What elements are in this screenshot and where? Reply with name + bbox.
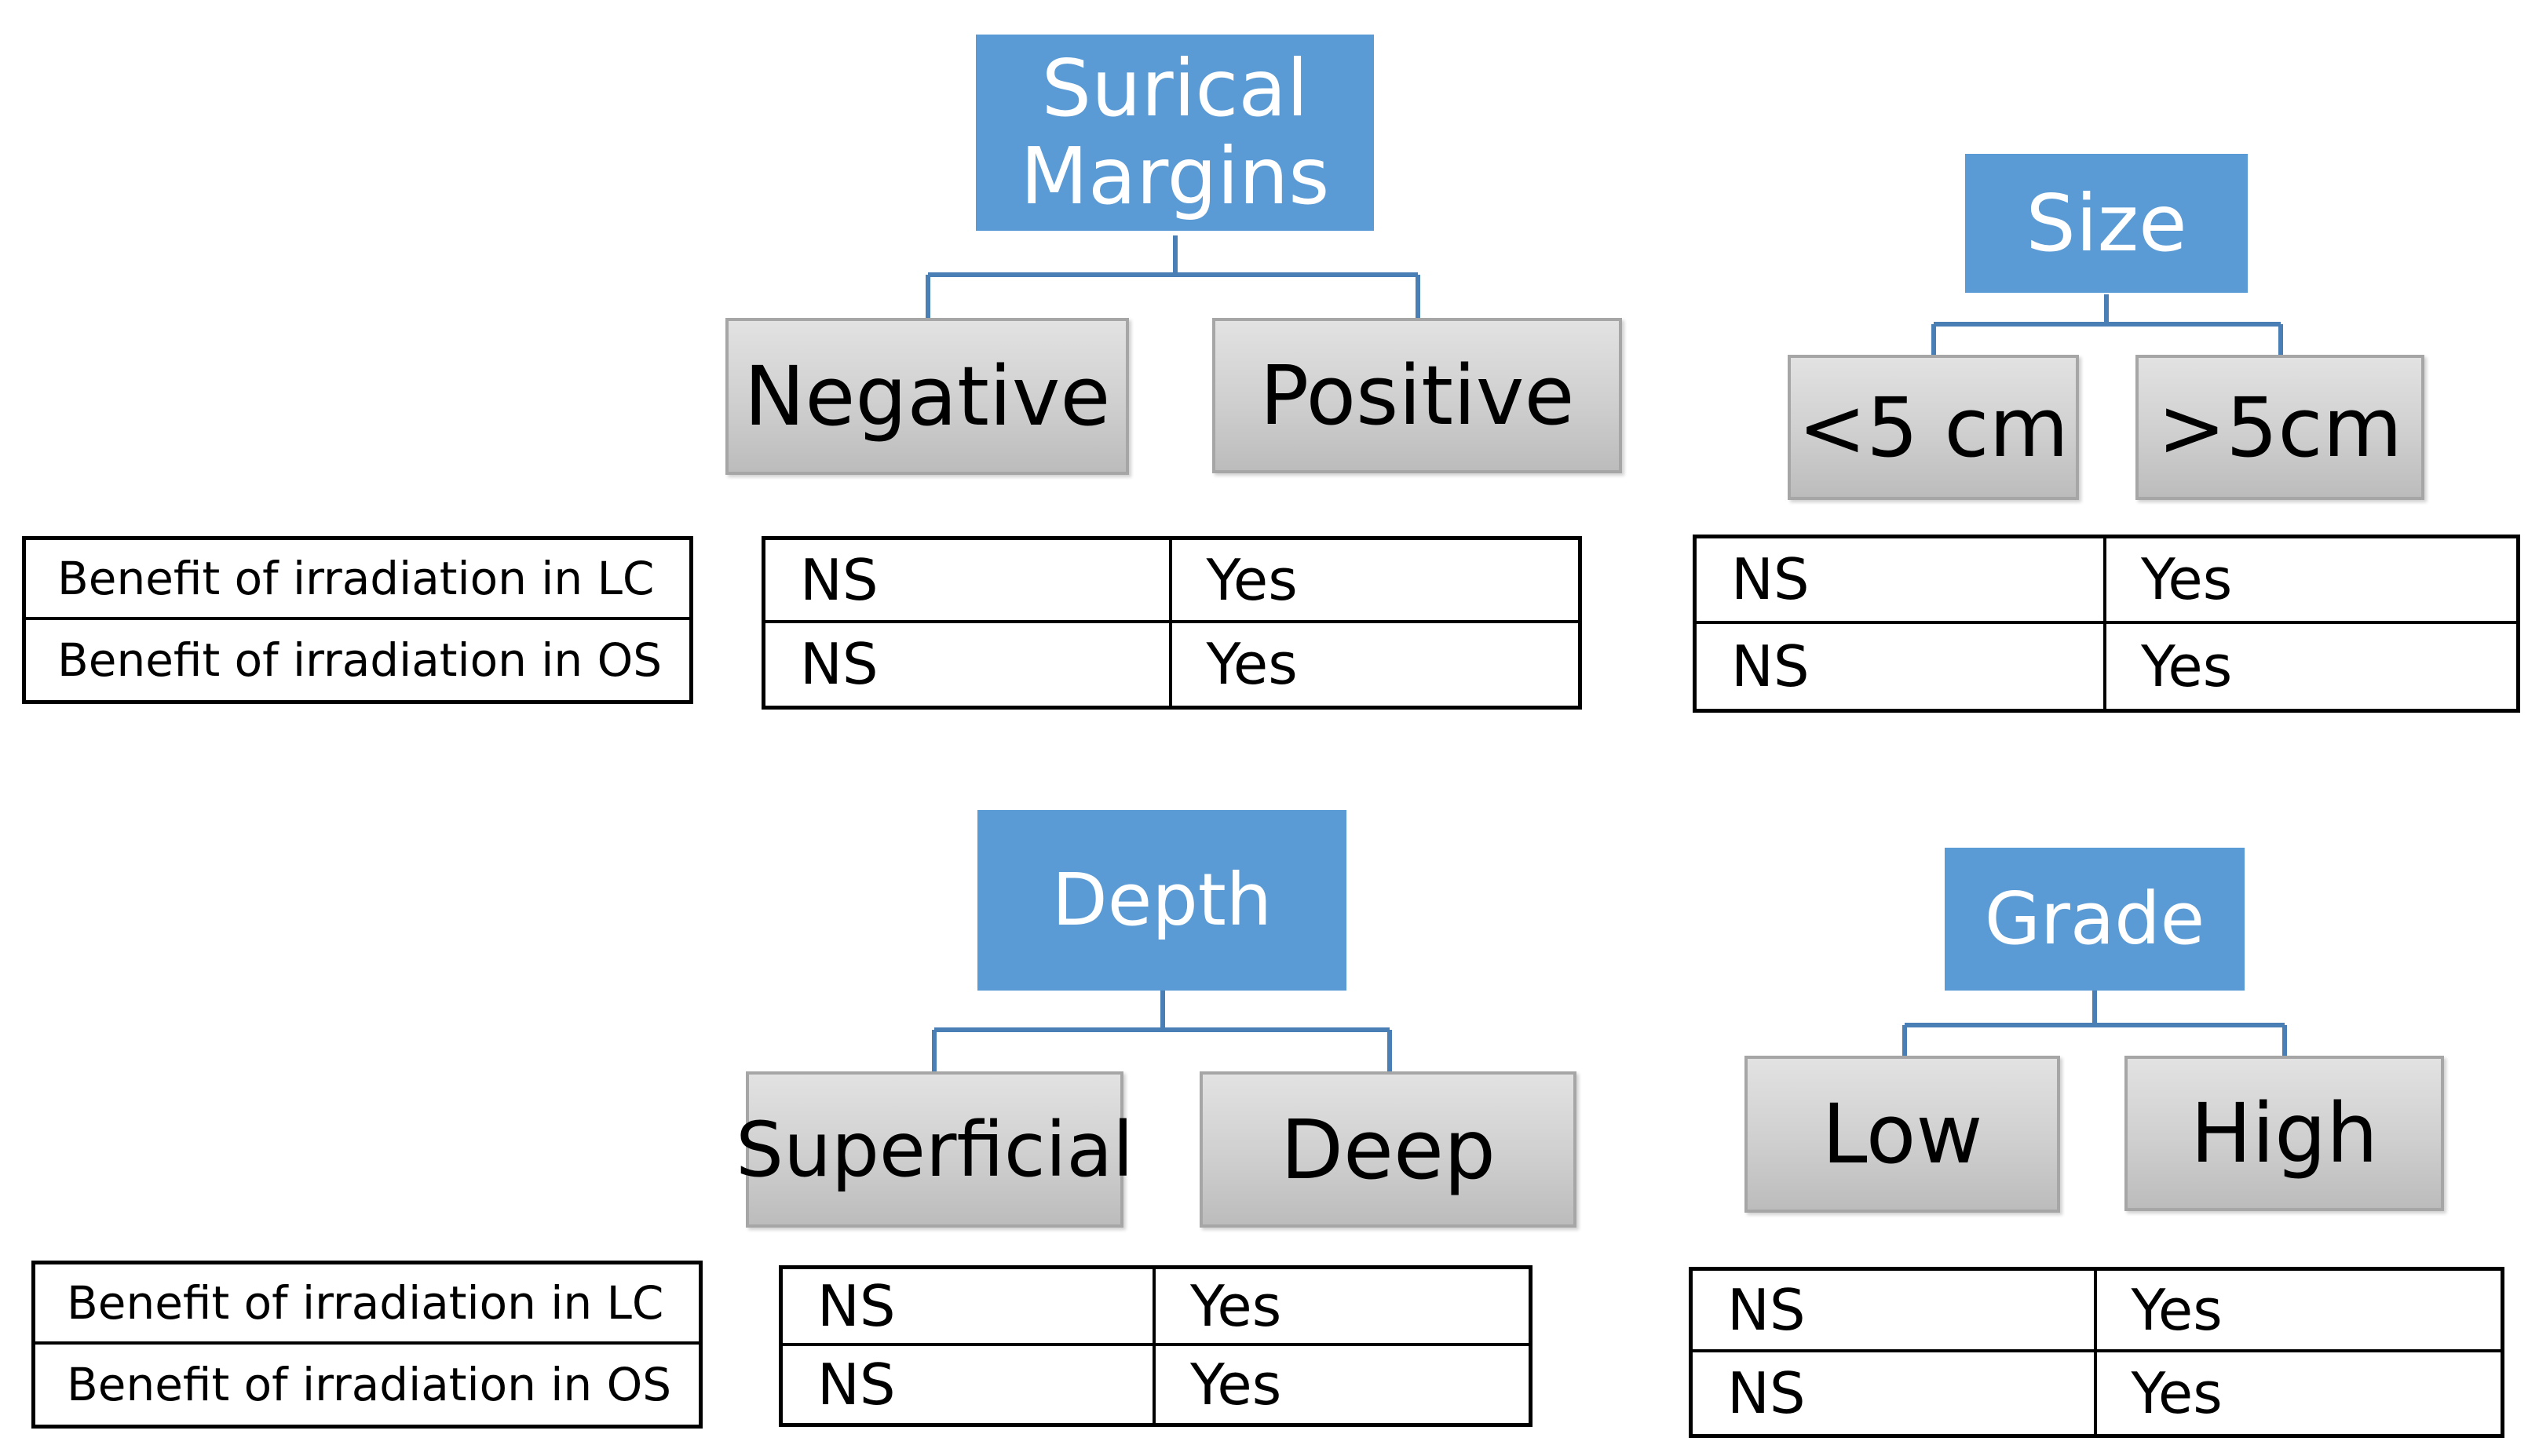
grade-low-node: Low — [1744, 1056, 2060, 1213]
grade-os-low: NS — [1693, 1352, 2097, 1434]
depth-title-box: Depth — [977, 810, 1346, 991]
margins-os-positive: Yes — [1206, 631, 1298, 698]
size-lc-small: NS — [1697, 538, 2106, 624]
margins-lc-positive: Yes — [1171, 540, 1578, 623]
grade-connector — [1902, 991, 2287, 1056]
grade-title: Grade — [1984, 877, 2205, 962]
size-title: Size — [2026, 177, 2187, 269]
size-os-large: Yes — [2141, 633, 2233, 699]
row-label-lc: Benefit of irradiation in LC — [26, 540, 689, 620]
size-connector — [1931, 294, 2283, 355]
grade-lc-low: NS — [1693, 1271, 2097, 1352]
row-label-os-bottom: Benefit of irradiation in OS — [67, 1358, 672, 1411]
depth-title: Depth — [1051, 858, 1273, 943]
grade-lc-high: Yes — [2096, 1271, 2501, 1352]
depth-lc-superficial: NS — [783, 1269, 1156, 1346]
margins-lc-negative: NS — [765, 540, 1172, 623]
depth-connector — [932, 991, 1392, 1071]
row-label-lc-bottom: Benefit of irradiation in LC — [35, 1264, 699, 1345]
row-label-os: Benefit of irradiation in OS — [57, 633, 663, 687]
size-large-node: >5cm — [2135, 355, 2424, 500]
depth-deep-node: Deep — [1200, 1071, 1576, 1228]
margins-positive-node: Positive — [1212, 318, 1622, 473]
size-os-small: NS — [1697, 623, 2106, 709]
grade-high-node: High — [2124, 1056, 2444, 1211]
margins-table: NS Yes NS Yes — [762, 536, 1582, 710]
size-title-box: Size — [1965, 154, 2248, 293]
depth-lc-deep: Yes — [1156, 1269, 1529, 1346]
margins-title-box: Surical Margins — [976, 35, 1374, 231]
margins-title-line1: Surical — [1041, 42, 1309, 134]
row-labels-top: Benefit of irradiation in LC Benefit of … — [22, 536, 693, 704]
depth-table: NS Yes NS Yes — [779, 1265, 1533, 1427]
margins-os-negative: NS — [765, 622, 1172, 706]
margins-title-line2: Margins — [1020, 130, 1330, 222]
grade-table: NS Yes NS Yes — [1689, 1267, 2504, 1438]
size-small-node: <5 cm — [1788, 355, 2079, 500]
size-table: NS Yes NS Yes — [1693, 535, 2520, 713]
depth-os-deep: Yes — [1190, 1352, 1282, 1418]
grade-title-box: Grade — [1945, 848, 2245, 991]
size-lc-large: Yes — [2106, 538, 2516, 624]
depth-superficial-node: Superficial — [736, 1071, 1134, 1228]
margins-connector — [926, 235, 1420, 318]
grade-os-high: Yes — [2131, 1360, 2223, 1426]
margins-negative-node: Negative — [725, 318, 1129, 475]
row-labels-bottom: Benefit of irradiation in LC Benefit of … — [31, 1261, 703, 1429]
depth-os-superficial: NS — [783, 1346, 1156, 1423]
